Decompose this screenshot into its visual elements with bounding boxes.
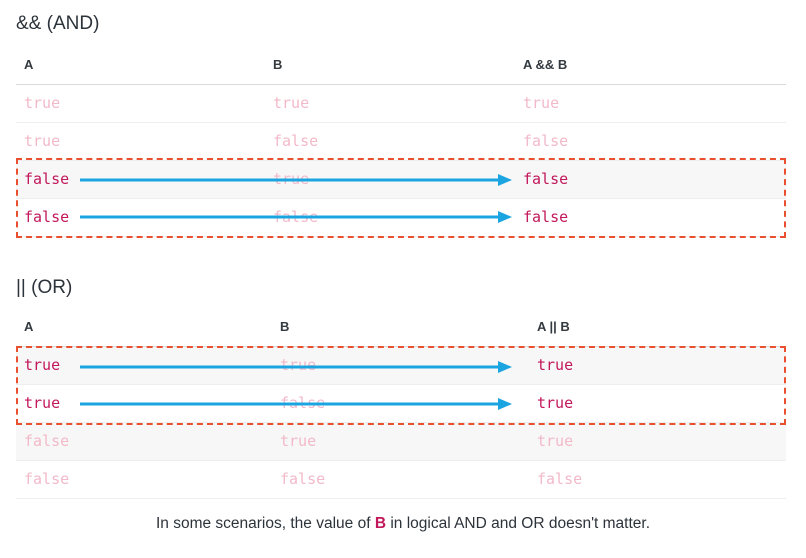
caption-text-before: In some scenarios, the value of xyxy=(155,515,375,532)
or-header-result: A || B xyxy=(537,319,570,334)
table-row: true true true xyxy=(16,85,786,123)
or-row1-a: true xyxy=(24,356,61,374)
and-row3-a: false xyxy=(24,170,70,188)
table-row: true false true xyxy=(16,385,786,423)
and-row1-result: true xyxy=(523,94,560,112)
caption-highlight: B xyxy=(374,515,387,532)
and-header-result: A && B xyxy=(523,57,568,72)
and-row3-b: true xyxy=(273,170,310,188)
or-row3-b: true xyxy=(280,432,317,450)
or-row4-a: false xyxy=(24,470,70,488)
or-header-b: B xyxy=(280,319,290,334)
and-header-divider xyxy=(16,84,786,85)
or-row2-result: true xyxy=(537,394,574,412)
table-row: false false false xyxy=(16,199,786,237)
and-row3-result: false xyxy=(523,170,569,188)
table-row: false true true xyxy=(16,423,786,461)
table-row: false false false xyxy=(16,461,786,499)
or-row3-a: false xyxy=(24,432,70,450)
caption-text-after: in logical AND and OR doesn't matter. xyxy=(386,515,651,532)
or-row2-b: false xyxy=(280,394,326,412)
and-header-b: B xyxy=(273,57,283,72)
or-section-title: || (OR) xyxy=(16,277,73,298)
or-row2-a: true xyxy=(24,394,61,412)
and-row1-a: true xyxy=(24,94,61,112)
and-section-title: && (AND) xyxy=(16,13,100,34)
and-row1-b: true xyxy=(273,94,310,112)
or-row4-b: false xyxy=(280,470,326,488)
and-header-a: A xyxy=(24,57,34,72)
and-row2-b: false xyxy=(273,132,319,150)
and-row2-a: true xyxy=(24,132,61,150)
table-row: true true true xyxy=(16,347,786,385)
table-row: false true false xyxy=(16,161,786,199)
or-row3-result: true xyxy=(537,432,574,450)
and-row4-a: false xyxy=(24,208,70,226)
table-row: true false false xyxy=(16,123,786,161)
and-row4-b: false xyxy=(273,208,319,226)
or-header-a: A xyxy=(24,319,34,334)
and-row4-result: false xyxy=(523,208,569,226)
caption: In some scenarios, the value of B in log… xyxy=(0,515,806,533)
or-row4-result: false xyxy=(537,470,583,488)
and-row2-result: false xyxy=(523,132,569,150)
or-row1-result: true xyxy=(537,356,574,374)
or-row1-b: true xyxy=(280,356,317,374)
